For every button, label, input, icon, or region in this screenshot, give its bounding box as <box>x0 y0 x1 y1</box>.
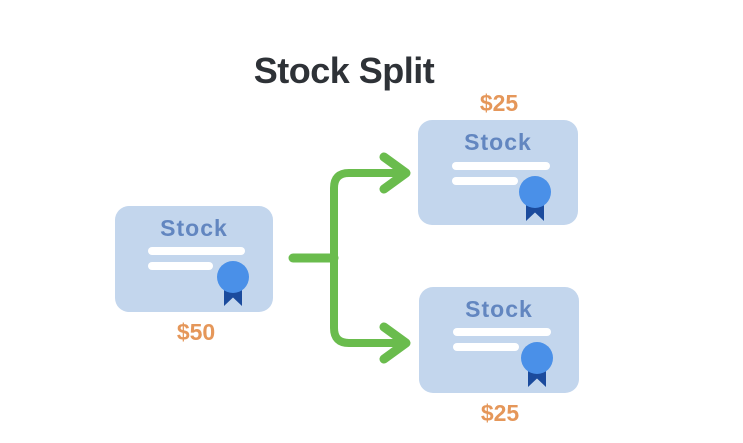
certificate-line <box>452 162 550 170</box>
award-ribbon-icon <box>521 342 553 387</box>
card-label: Stock <box>464 129 532 155</box>
split-card-price: $25 <box>480 400 520 426</box>
certificate-line <box>452 177 518 185</box>
award-ribbon-icon <box>217 261 249 306</box>
card-label: Stock <box>160 215 228 241</box>
source-card-price: $50 <box>176 319 216 345</box>
split-stock-card-bottom: Stock <box>419 287 579 393</box>
certificate-line <box>148 247 245 255</box>
arrowhead-bottom <box>379 322 411 364</box>
split-stock-card-top: Stock <box>418 120 578 225</box>
source-stock-card: Stock <box>115 206 273 312</box>
page-title: Stock Split <box>253 50 435 92</box>
split-card-price: $25 <box>479 90 519 116</box>
card-label: Stock <box>465 296 533 322</box>
arrow-branch <box>330 169 401 347</box>
arrowhead-top <box>379 152 411 194</box>
award-ribbon-icon <box>519 176 551 221</box>
certificate-line <box>453 343 519 351</box>
certificate-line <box>148 262 213 270</box>
certificate-line <box>453 328 551 336</box>
